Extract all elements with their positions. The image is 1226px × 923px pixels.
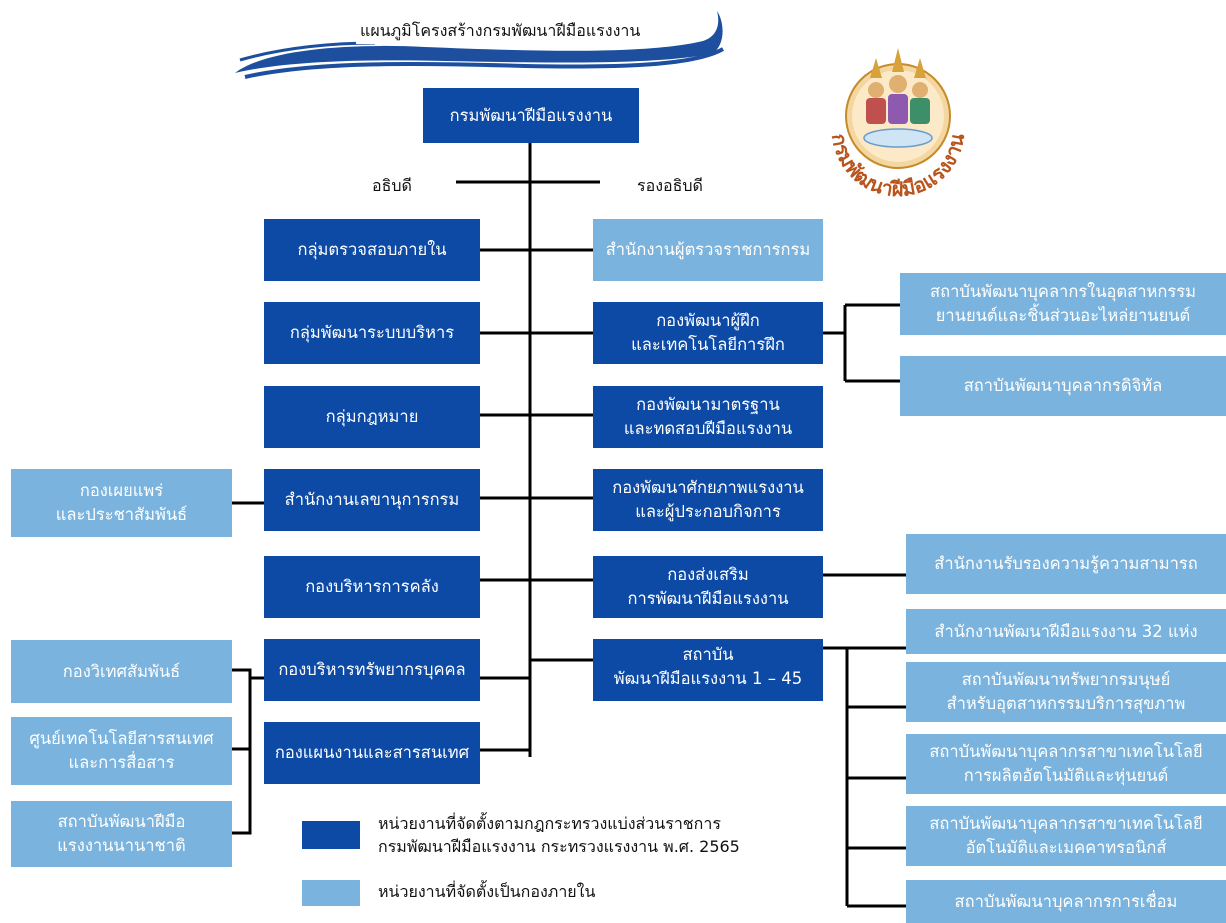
left-sub-foreign-relations: กองวิเทศสัมพันธ์ <box>11 640 232 703</box>
left-sub-public-relations: กองเผยแพร่ และประชาสัมพันธ์ <box>11 469 232 537</box>
deputy-director-general-label: รองอธิบดี <box>637 176 703 195</box>
right-unit-institutes-1-45: สถาบัน พัฒนาฝีมือแรงงาน 1 – 45 <box>593 639 823 701</box>
left-unit-secretary: สำนักงานเลขานุการกรม <box>264 469 480 531</box>
trainer-bracket <box>823 303 900 383</box>
right-sub-health-service-institute: สถาบันพัฒนาทรัพยากรมนุษย์ สำหรับอุตสาหกร… <box>906 662 1226 722</box>
chart-title: แผนภูมิโครงสร้างกรมพัฒนาฝีมือแรงงาน <box>356 19 645 44</box>
legend-swatch-dark <box>302 821 360 849</box>
legend-text-light: หน่วยงานที่จัดตั้งเป็นกองภายใน <box>378 882 596 901</box>
left-unit-admin-development: กลุ่มพัฒนาระบบบริหาร <box>264 302 480 364</box>
root-department: กรมพัฒนาฝีมือแรงงาน <box>423 88 639 143</box>
right-sub-welding-institute: สถาบันพัฒนาบุคลากรการเชื่อม <box>906 880 1226 923</box>
left-unit-hr: กองบริหารทรัพยากรบุคคล <box>264 639 480 701</box>
right-unit-inspector-office: สำนักงานผู้ตรวจราชการกรม <box>593 219 823 281</box>
left-unit-internal-audit: กลุ่มตรวจสอบภายใน <box>264 219 480 281</box>
right-sub-automation-robotics-institute: สถาบันพัฒนาบุคลากรสาขาเทคโนโลยี การผลิตอ… <box>906 734 1226 794</box>
right-sub-mechatronics-institute: สถาบันพัฒนาบุคลากรสาขาเทคโนโลยี อัตโนมัต… <box>906 806 1226 866</box>
left-sub-international-institute: สถาบันพัฒนาฝีมือ แรงงานนานาชาติ <box>11 801 232 867</box>
right-sub-certification-office: สำนักงานรับรองความรู้ความสามารถ <box>906 534 1226 594</box>
right-unit-workforce-potential: กองพัฒนาศักยภาพแรงงาน และผู้ประกอบกิจการ <box>593 469 823 531</box>
left-unit-finance: กองบริหารการคลัง <box>264 556 480 618</box>
right-unit-skill-promotion: กองส่งเสริม การพัฒนาฝีมือแรงงาน <box>593 556 823 618</box>
right-sub-digital-institute: สถาบันพัฒนาบุคลากรดิจิทัล <box>900 356 1226 416</box>
left-unit-legal: กลุ่มกฎหมาย <box>264 386 480 448</box>
legend-swatch-light <box>302 880 360 906</box>
right-unit-trainer-development: กองพัฒนาผู้ฝึก และเทคโนโลยีการฝึก <box>593 302 823 364</box>
director-general-label: อธิบดี <box>372 176 412 195</box>
institutes-bracket <box>823 646 906 908</box>
left-sub-ict-center: ศูนย์เทคโนโลยีสารสนเทศ และการสื่อสาร <box>11 717 232 785</box>
left-unit-planning: กองแผนงานและสารสนเทศ <box>264 722 480 784</box>
right-unit-standards-testing: กองพัฒนามาตรฐาน และทดสอบฝีมือแรงงาน <box>593 386 823 448</box>
right-sub-automotive-institute: สถาบันพัฒนาบุคลากรในอุตสาหกรรม ยานยนต์แล… <box>900 273 1226 335</box>
hr-bracket <box>232 668 264 835</box>
right-sub-32-offices: สำนักงานพัฒนาฝีมือแรงงาน 32 แห่ง <box>906 609 1226 654</box>
department-seal-logo: กรมพัฒนาฝีมือแรงงาน <box>810 38 985 213</box>
legend-text-dark: หน่วยงานที่จัดตั้งตามกฎกระทรวงแบ่งส่วนรา… <box>378 814 740 857</box>
